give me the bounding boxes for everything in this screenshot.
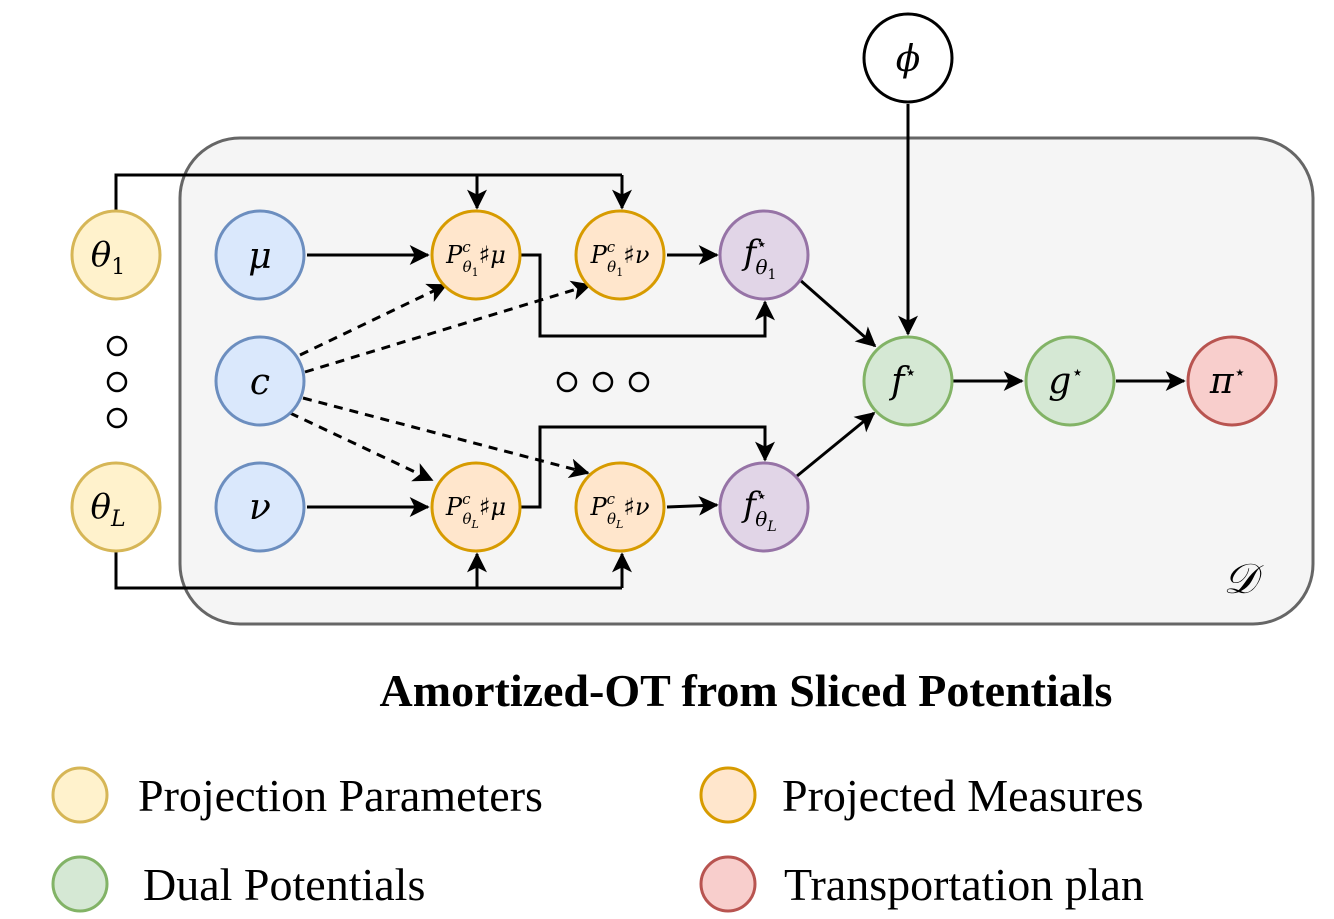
edge-f-theta1-to-f-star bbox=[799, 278, 877, 348]
svg-text:μ: μ bbox=[248, 236, 271, 277]
node-nu: ν bbox=[214, 461, 306, 553]
node-phi: ϕ bbox=[862, 12, 954, 104]
svg-text:c: c bbox=[250, 362, 270, 403]
svg-text:π⋆: π⋆ bbox=[1209, 360, 1246, 402]
legend-swatch-dual-potentials bbox=[51, 855, 109, 913]
edges bbox=[114, 104, 1186, 590]
legend-label-dual-potentials: Dual Potentials bbox=[143, 859, 425, 910]
svg-text:f⋆θ1: f⋆θ1 bbox=[741, 233, 777, 283]
legend-item-projected-measures: Projected Measures bbox=[699, 766, 1144, 824]
ellipsis-vertical bbox=[106, 335, 128, 429]
legend-label-transportation-plan: Transportation plan bbox=[784, 859, 1144, 910]
svg-text:f⋆θL: f⋆θL bbox=[740, 485, 776, 535]
edge-f-thetaL-to-f-star bbox=[796, 411, 876, 478]
legend-label-projection-parameters: Projection Parameters bbox=[138, 770, 543, 821]
edge-proj-mu-L-to-f-thetaL bbox=[521, 425, 775, 509]
node-g-star: g⋆ bbox=[1024, 335, 1116, 427]
edge-c-to-proj-mu-L bbox=[289, 411, 434, 482]
legend-item-dual-potentials: Dual Potentials bbox=[51, 855, 425, 913]
svg-text:θL: θL bbox=[90, 487, 125, 532]
edge-c-to-proj-mu-1 bbox=[299, 283, 448, 357]
node-f-theta-1: f⋆θ1 bbox=[718, 209, 810, 301]
diagram-title: Amortized-OT from Sliced Potentials bbox=[380, 665, 1113, 716]
svg-text:θ1: θ1 bbox=[91, 235, 125, 280]
legend-swatch-transportation-plan bbox=[699, 855, 757, 913]
node-mu: μ bbox=[214, 209, 306, 301]
node-pi-star: π⋆ bbox=[1186, 335, 1278, 427]
legend-item-transportation-plan: Transportation plan bbox=[699, 855, 1144, 913]
edge-c-to-proj-nu-L bbox=[302, 396, 590, 479]
ellipsis-horizontal bbox=[556, 371, 650, 393]
edge-proj-nu-L-to-f-thetaL bbox=[666, 495, 719, 516]
node-theta-L: θL bbox=[70, 461, 162, 553]
edge-theta1-top-line bbox=[114, 173, 622, 210]
edge-proj-mu-1-to-f-theta1 bbox=[521, 253, 775, 338]
legend-swatch-projected-measures bbox=[699, 766, 757, 824]
legend: Projection Parameters Projected Measures… bbox=[51, 766, 1144, 913]
node-f-star: f⋆ bbox=[862, 335, 954, 427]
legend-item-projection-parameters: Projection Parameters bbox=[51, 766, 543, 824]
svg-text:ν: ν bbox=[249, 487, 271, 528]
edge-thetaL-bottom-line bbox=[114, 552, 622, 590]
node-f-theta-L: f⋆θL bbox=[718, 461, 810, 553]
svg-text:g⋆: g⋆ bbox=[1048, 360, 1084, 402]
node-theta-1: θ1 bbox=[70, 209, 162, 301]
node-c: c bbox=[214, 335, 306, 427]
svg-text:ϕ: ϕ bbox=[896, 39, 921, 80]
edge-c-to-proj-nu-1 bbox=[304, 280, 592, 374]
legend-swatch-projection-parameters bbox=[51, 766, 109, 824]
legend-label-projected-measures: Projected Measures bbox=[782, 770, 1144, 821]
